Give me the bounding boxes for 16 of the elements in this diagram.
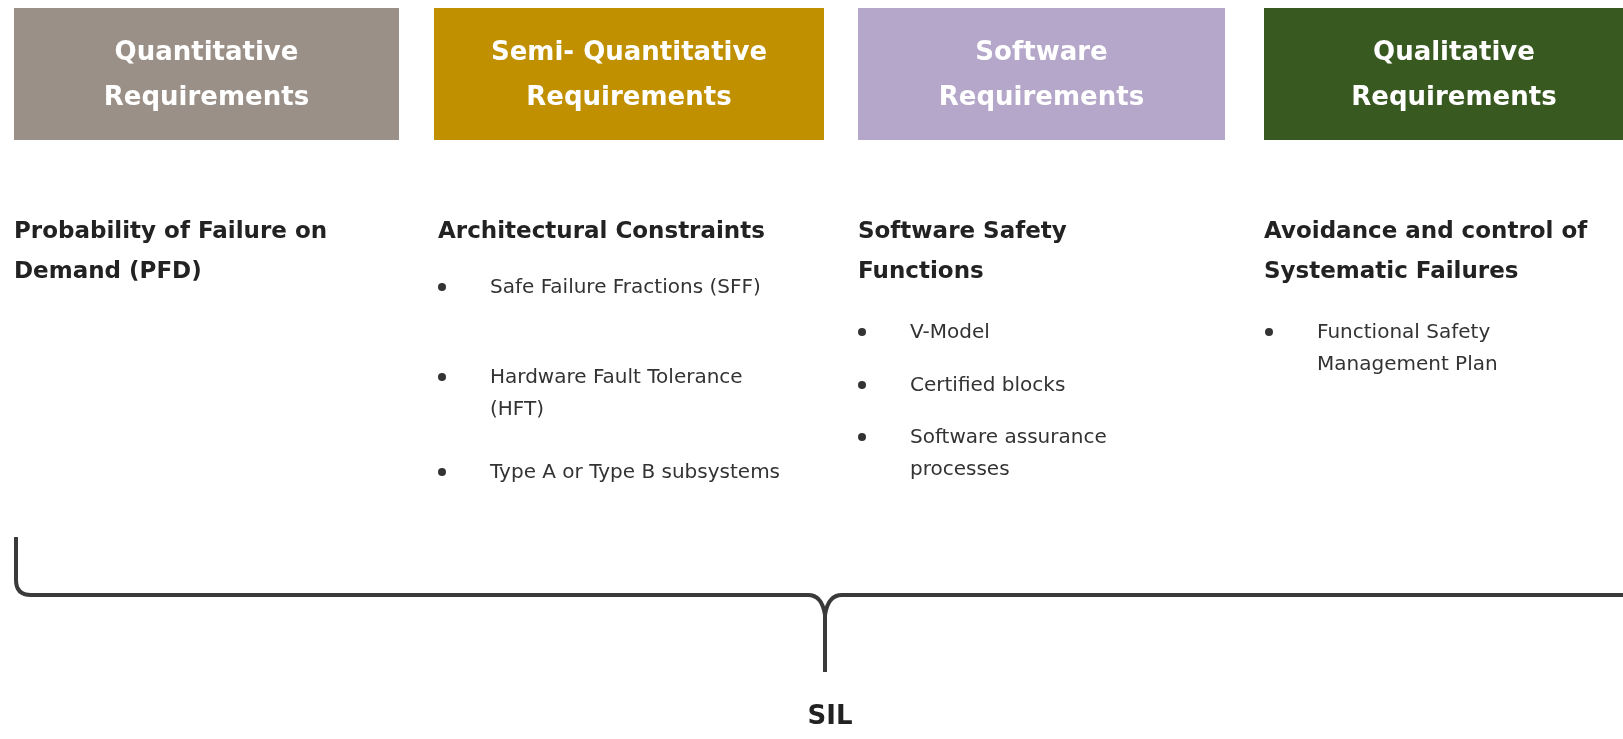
column-heading: Software Safety Functions — [858, 216, 1068, 286]
category-header: Software Requirements — [858, 8, 1225, 140]
bullet-text: Software assurance processes — [910, 423, 1108, 482]
category-header: Quantitative Requirements — [14, 8, 399, 140]
bullet-text: Certified blocks — [910, 371, 1067, 398]
bullet-text: Type A or Type B subsystems — [490, 458, 782, 485]
category-header: Semi- Quantitative Requirements — [434, 8, 824, 140]
category-header: Qualitative Requirements — [1264, 8, 1623, 140]
bullet-text: Safe Failure Fractions (SFF) — [490, 273, 762, 300]
column-heading: Architectural Constraints — [438, 216, 766, 245]
result-label: SIL — [806, 700, 854, 730]
column-heading: Probability of Failure on Demand (PFD) — [14, 216, 329, 286]
bullet-text: Functional Safety Management Plan — [1317, 318, 1499, 377]
column-heading: Avoidance and control of Systematic Failures — [1264, 216, 1589, 286]
bullet-text: V-Model — [910, 318, 991, 345]
bullet-text: Hardware Fault Tolerance (HFT) — [490, 363, 744, 422]
